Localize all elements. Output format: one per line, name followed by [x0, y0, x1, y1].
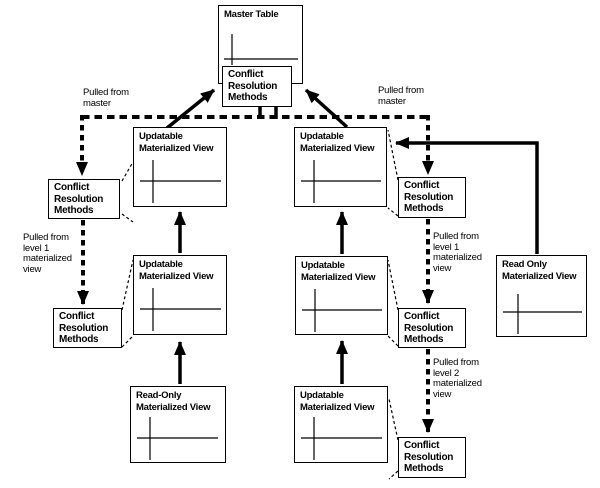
node-label: Conflict Resolution Methods — [54, 182, 104, 216]
refresh-arrows — [165, 88, 539, 384]
table-icon — [301, 160, 381, 203]
pull-lines — [76, 115, 434, 433]
label-pulled-from-master-right: Pulled from master — [378, 85, 424, 107]
callout-wedges — [121, 129, 399, 480]
table-icon — [224, 34, 298, 65]
table-icon — [140, 288, 221, 331]
table-icon — [302, 289, 382, 332]
label-pulled-from-level1-right: Pulled from level 1 materialized view — [433, 231, 482, 274]
node-romv-left: Read-Only Materialized View — [130, 386, 226, 463]
table-icon — [503, 294, 582, 334]
node-label: Master Table — [224, 9, 279, 20]
callout-crm5-top — [388, 398, 399, 441]
node-crm-master: Conflict Resolution Methods — [222, 66, 292, 107]
callout-crm1-top — [121, 161, 134, 182]
node-crm-left-level2: Conflict Resolution Methods — [53, 308, 122, 348]
node-label: Conflict Resolution Methods — [228, 69, 278, 103]
node-crm-right-level1: Conflict Resolution Methods — [398, 177, 466, 218]
label-pulled-from-level1-left: Pulled from level 1 materialized view — [23, 232, 72, 275]
node-umv-right-level3: Updatable Materialized View — [294, 386, 388, 463]
label-pulled-from-master-left: Pulled from master — [83, 87, 129, 109]
node-crm-left-level1: Conflict Resolution Methods — [48, 179, 120, 219]
node-crm-right-level3: Conflict Resolution Methods — [398, 437, 466, 478]
node-umv-left-level1: Updatable Materialized View — [133, 127, 227, 207]
node-umv-left-level2: Updatable Materialized View — [133, 255, 227, 335]
table-icon — [140, 160, 221, 203]
callout-crm1-bottom — [121, 213, 134, 223]
node-label: Conflict Resolution Methods — [404, 440, 454, 474]
node-umv-right-level2: Updatable Materialized View — [295, 256, 388, 335]
node-label: Updatable Materialized View — [300, 390, 375, 413]
callout-crm3-top — [387, 129, 399, 181]
node-crm-right-level2: Conflict Resolution Methods — [398, 308, 466, 348]
node-label: Conflict Resolution Methods — [59, 311, 109, 345]
label-pulled-from-level2-right: Pulled from level 2 materialized view — [433, 357, 482, 400]
node-label: Conflict Resolution Methods — [404, 180, 454, 214]
node-label: Updatable Materialized View — [301, 260, 376, 283]
callout-crm4-top — [387, 259, 399, 311]
arrow-umv1-to-master — [165, 88, 216, 130]
arrow-romv-right-to-umv3 — [395, 137, 539, 254]
node-umv-right-level1: Updatable Materialized View — [294, 127, 387, 207]
callout-crm2-top — [121, 259, 134, 311]
node-label: Updatable Materialized View — [139, 259, 214, 282]
callout-crm3-bottom — [387, 207, 399, 217]
node-label: Conflict Resolution Methods — [404, 311, 454, 345]
node-label: Updatable Materialized View — [139, 131, 214, 154]
node-romv-right: Read Only Materialized View — [496, 255, 587, 337]
callout-crm5-bottom — [388, 470, 399, 480]
arrow-umv3-to-master — [304, 88, 349, 129]
callout-crm4-bottom — [387, 335, 399, 347]
node-label: Read Only Materialized View — [502, 259, 577, 282]
table-icon — [137, 417, 218, 460]
table-icon — [301, 417, 382, 460]
node-label: Updatable Materialized View — [300, 131, 375, 154]
node-label: Read-Only Materialized View — [136, 390, 211, 413]
callout-crm2-bottom — [121, 335, 134, 348]
